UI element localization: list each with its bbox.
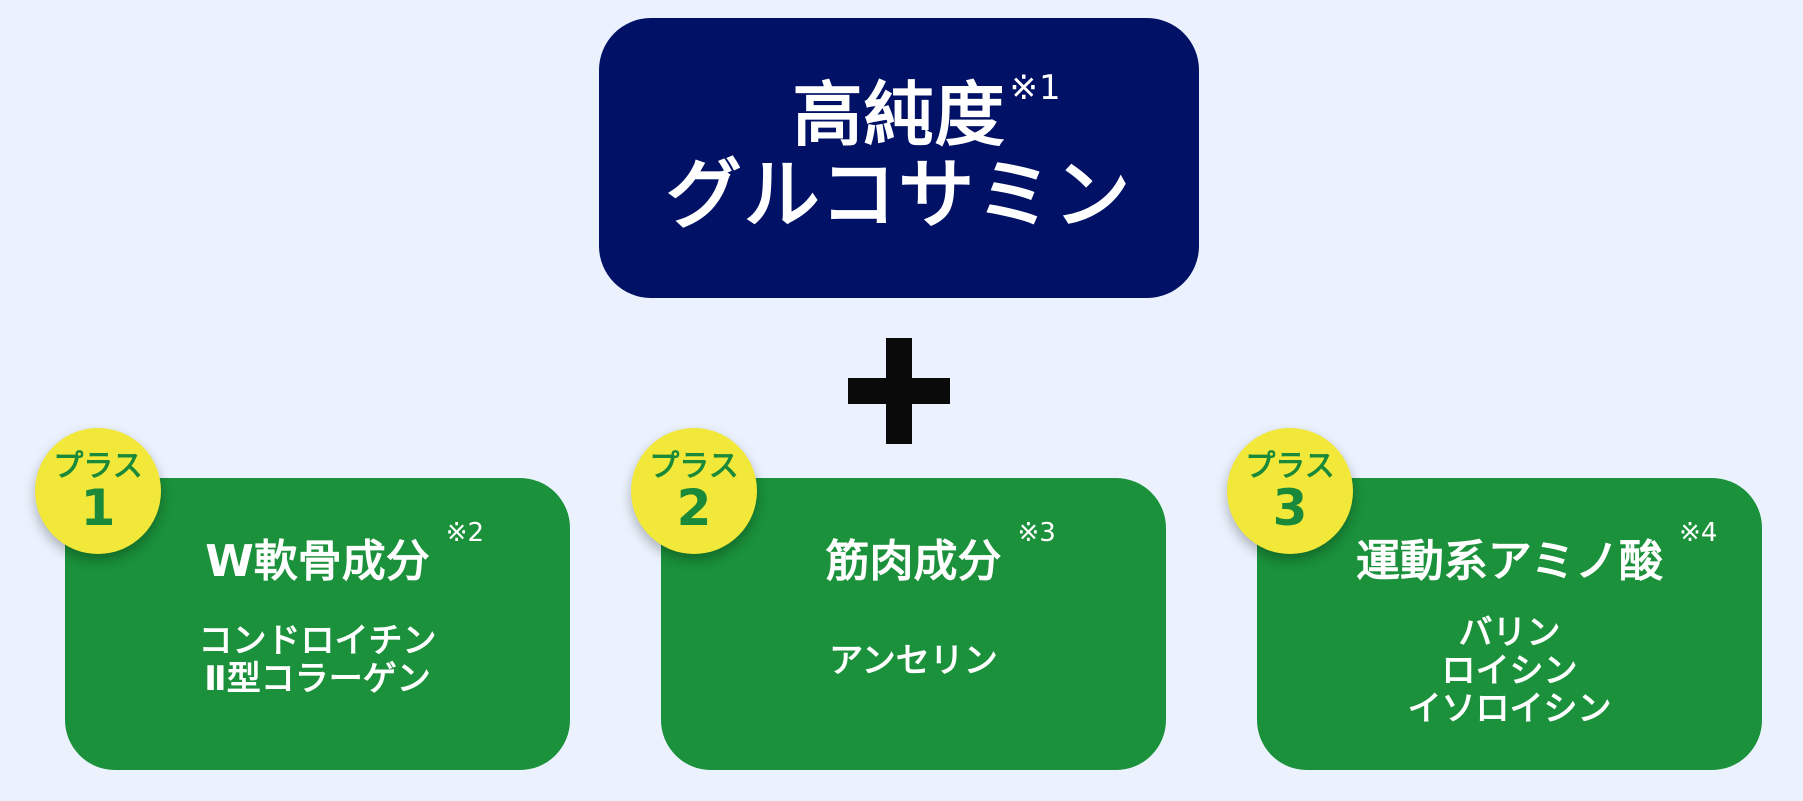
badge-label: プラス	[649, 449, 739, 484]
card-heading-text: 筋肉成分	[825, 536, 1002, 587]
card-footnote: ※2	[445, 518, 485, 548]
card-footnote: ※3	[1017, 518, 1056, 548]
card-item: コンドロイチン	[198, 621, 437, 661]
card-heading-text: W軟骨成分	[205, 536, 430, 587]
card-item: ロイシン	[1441, 651, 1578, 691]
card-item: バリン	[1458, 613, 1561, 653]
card-items: アンセリン	[661, 642, 1166, 680]
card-footnote: ※4	[1679, 518, 1718, 548]
plus-icon	[848, 338, 950, 444]
badge-label: プラス	[1245, 449, 1335, 484]
main-ingredient-name: グルコサミン	[665, 149, 1133, 239]
card-item: イソロイシン	[1407, 689, 1612, 729]
card-items: コンドロイチン Ⅱ型コラーゲン	[65, 622, 570, 698]
card-heading: W軟骨成分 ※2	[65, 520, 570, 584]
card-heading-text: 運動系アミノ酸	[1355, 536, 1664, 587]
plus-badge-3: プラス 3	[1227, 428, 1353, 554]
badge-number: 1	[80, 479, 116, 537]
plus-badge-1: プラス 1	[35, 428, 161, 554]
main-ingredient-purity-label: 高純度	[792, 74, 1006, 157]
plus-icon-vertical	[886, 338, 912, 444]
badge-label: プラス	[53, 449, 143, 484]
plus-badge-2: プラス 2	[631, 428, 757, 554]
card-heading: 筋肉成分 ※3	[661, 520, 1166, 584]
main-ingredient-line1: 高純度 ※1	[793, 71, 1061, 153]
card-item: Ⅱ型コラーゲン	[204, 659, 431, 699]
card-item: アンセリン	[829, 641, 998, 681]
badge-number: 2	[676, 479, 712, 537]
main-ingredient-box: 高純度 ※1 グルコサミン	[599, 18, 1199, 298]
card-heading: 運動系アミノ酸 ※4	[1257, 520, 1762, 584]
main-ingredient-footnote: ※1	[1009, 68, 1062, 109]
card-items: バリン ロイシン イソロイシン	[1257, 614, 1762, 728]
badge-number: 3	[1272, 479, 1308, 537]
